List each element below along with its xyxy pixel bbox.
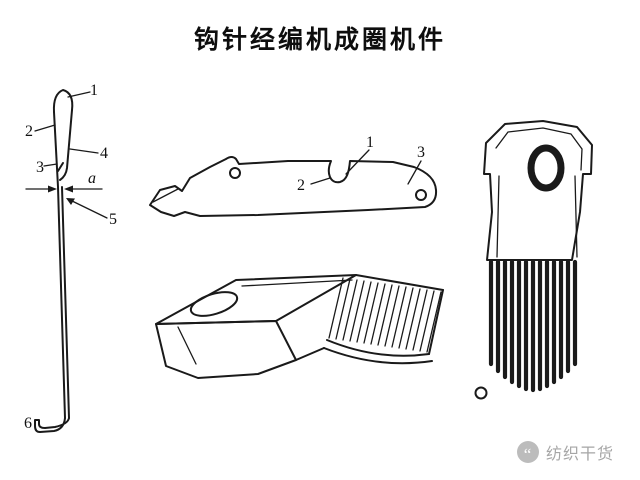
comb-teeth [328,277,442,353]
presser-sinker-figure: 1 2 3 [149,134,438,217]
needle-groove [57,162,64,172]
comb-hook-band-1 [326,339,430,357]
comb-ring [474,386,488,400]
presser-leader-3 [407,160,422,185]
leader-5-arrowhead [66,198,75,205]
comb-neck-line-left [496,175,500,258]
leader-1 [67,91,91,98]
presser-hole-right [415,189,427,201]
quote-icon: “ [516,441,539,463]
needle-beard [59,109,73,181]
needle-stem-left [53,111,66,419]
needle-foot [34,417,70,433]
presser-label-1: 1 [366,134,374,151]
needle-label-3: 3 [36,159,44,176]
comb-neck-line-right [574,175,578,258]
presser-hole-left [229,167,241,179]
needle-label-2: 2 [25,123,33,140]
comb-right-edge [428,289,444,355]
bed-top-inner-edge [241,279,353,287]
leader-3 [43,163,58,167]
needle-stem-right [61,186,70,419]
needle-label-a: a [88,170,96,187]
comb-plate-inner [495,127,583,171]
dim-arrowhead-left [48,185,57,193]
needle-label-4: 4 [100,145,108,162]
guide-comb-figure [474,120,593,400]
middle-figures: 1 2 3 [149,134,444,379]
comb-join [295,347,325,361]
bed-front-face [155,320,297,379]
needle-head [52,89,74,113]
needle-label-5: 5 [109,211,117,228]
presser-leader-1 [345,149,370,175]
needle-label-6: 6 [24,415,32,432]
comb-hook-band-2 [323,347,433,365]
comb-plate-hole [527,144,565,192]
comb-teeth [488,259,578,393]
bed-front-fold [177,326,197,365]
watermark-text: 纺织干货 [545,446,614,463]
presser-label-3: 3 [417,144,425,161]
needle-label-1: 1 [90,82,98,99]
presser-leader-2 [310,177,331,185]
watermark: “ 纺织干货 [516,440,614,464]
comb-top-edge [355,274,444,291]
leader-5 [67,198,108,219]
bed-hole [189,291,239,317]
dim-arrowhead-right [64,185,73,193]
bearded-needle-figure: 1 2 3 4 a 5 6 [24,82,117,433]
leader-2 [34,124,56,132]
presser-inner-line [152,188,179,203]
leader-4 [69,148,99,154]
needle-bed-figure [155,274,444,379]
presser-outline [149,156,438,217]
page-title: 钩针经编机成圈机件 [193,26,446,54]
presser-label-2: 2 [297,177,305,194]
bed-top-face [155,274,357,325]
